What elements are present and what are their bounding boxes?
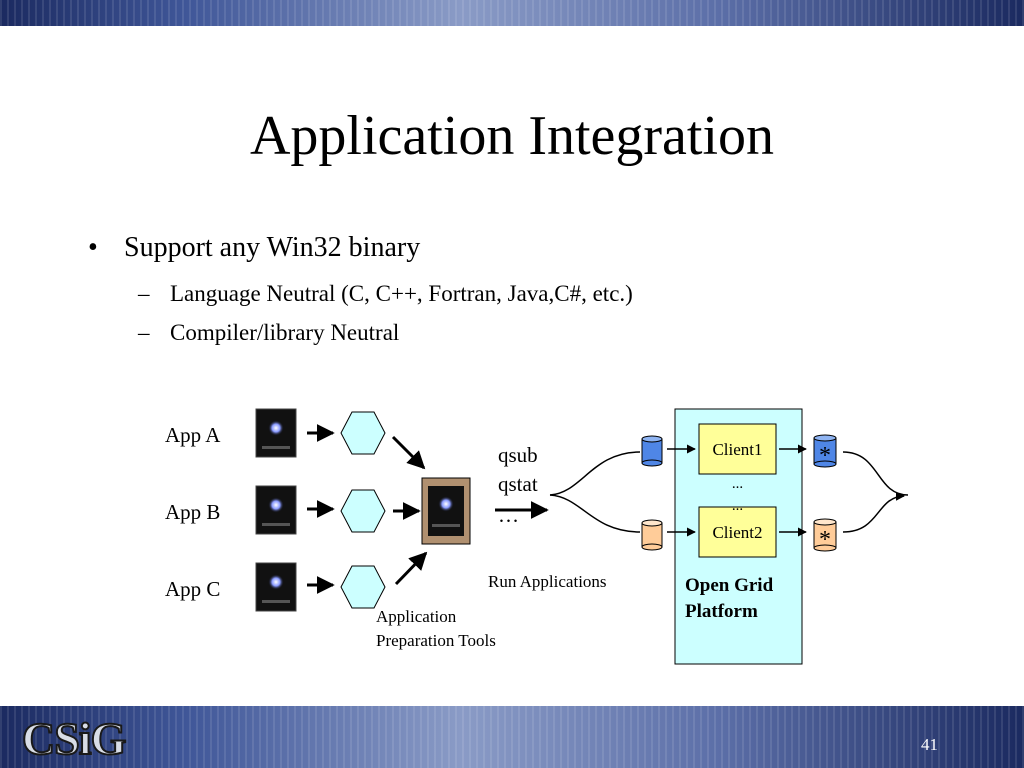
prep-tools-label: Preparation Tools	[376, 631, 496, 650]
logo-text: CSiG	[22, 713, 126, 764]
fork-curve	[549, 494, 641, 533]
software-box-icon	[255, 485, 297, 535]
fork-curve	[549, 451, 641, 496]
arrow-diagonal	[394, 551, 428, 586]
prep-tool-hexagon	[340, 411, 386, 455]
star-symbol: *	[819, 527, 831, 553]
bullet-text: Support any Win32 binary	[124, 232, 421, 263]
slide-title: Application Integration	[249, 105, 775, 167]
bullet-marker: •	[88, 232, 98, 263]
client1-box	[698, 423, 777, 475]
database-blue-star-icon: *	[813, 434, 837, 469]
merge-curve	[842, 491, 905, 533]
bullet-text: Language Neutral (C, C++, Fortran, Java,…	[170, 281, 633, 306]
packaged-application-icon	[421, 477, 471, 545]
command-label: …	[498, 503, 519, 527]
client-label: Client1	[712, 440, 762, 459]
platform-label: Platform	[685, 601, 758, 622]
bullet-level2: –Language Neutral (C, C++, Fortran, Java…	[138, 281, 633, 307]
arrow-diagonal	[391, 435, 426, 470]
bullet-level2: –Compiler/library Neutral	[138, 320, 399, 346]
star-symbol: *	[819, 443, 831, 469]
database-orange-icon	[641, 519, 663, 551]
command-label: qsub	[498, 443, 538, 467]
top-banner	[0, 0, 1024, 26]
client2-box	[698, 506, 777, 558]
bullet-text: Compiler/library Neutral	[170, 320, 400, 345]
app-label: App A	[165, 423, 221, 447]
page-number: 41	[921, 735, 938, 754]
database-orange-star-icon: *	[813, 518, 837, 553]
prep-tool-hexagon	[340, 565, 386, 609]
client-label: Client2	[712, 523, 762, 542]
bottom-banner: CSiG 41	[0, 706, 1024, 768]
prep-tool-hexagon	[340, 489, 386, 533]
merge-curve	[842, 451, 909, 496]
run-applications-label: Run Applications	[488, 572, 607, 591]
ellipsis: ...	[732, 476, 743, 492]
platform-label: Open Grid	[685, 575, 774, 596]
database-blue-icon	[641, 435, 663, 467]
prep-tools-label: Application	[376, 607, 457, 626]
bullet-marker: –	[138, 320, 150, 345]
csig-logo: CSiG	[21, 712, 128, 764]
command-label: qstat	[498, 472, 538, 496]
app-label: App C	[165, 577, 220, 601]
bullet-marker: –	[138, 281, 150, 306]
ellipsis: ...	[732, 498, 743, 514]
software-box-icon	[255, 562, 297, 612]
app-label: App B	[165, 500, 220, 524]
software-box-icon	[255, 408, 297, 458]
bullet-level1: • Support any Win32 binary	[88, 232, 420, 264]
